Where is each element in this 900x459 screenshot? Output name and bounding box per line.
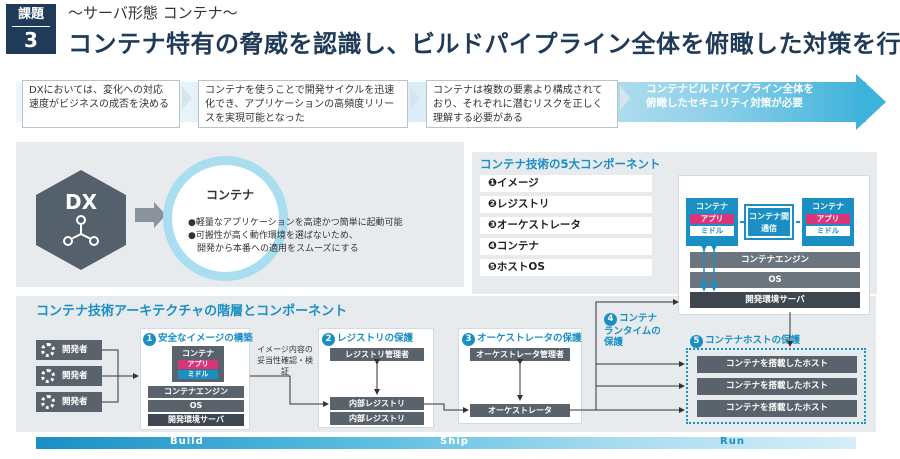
component-item-registry: ❷レジストリ xyxy=(480,196,652,213)
phase1-container: コンテナ アプリ ミドル xyxy=(172,346,224,382)
developer-label: 開発者 xyxy=(62,397,88,407)
container-host-1: コンテナを搭載したホスト xyxy=(697,356,857,373)
developer-1: 開発者 xyxy=(36,340,102,360)
phase-build: Build xyxy=(170,436,204,447)
flow-step-1: DXにおいては、変化への対応速度がビジネスの成否を決める xyxy=(22,80,180,128)
container-description: コンテナ ●軽量なアプリケーションを高速かつ簡単に起動可能 ●可搬性が高く動作環… xyxy=(168,160,468,256)
developer-2: 開発者 xyxy=(36,366,102,386)
middle-label: ミドル xyxy=(806,226,850,236)
container-bullet: ●可搬性が高く動作環境を選ばないため、 xyxy=(188,231,358,241)
internal-registry-1: 内部レジストリ xyxy=(330,397,424,410)
app-label: アプリ xyxy=(690,214,734,224)
flow-arrow-head xyxy=(856,74,886,130)
dx-hexagon: DX xyxy=(36,170,126,270)
runtime-engine: コンテナエンジン xyxy=(690,252,860,268)
developer-label: 開発者 xyxy=(62,345,88,355)
network-icon xyxy=(63,215,99,246)
components-title: コンテナ技術の5大コンポーネント xyxy=(480,157,661,171)
middle-label: ミドル xyxy=(690,226,734,236)
runtime-container-left: コンテナ アプリ ミドル xyxy=(686,198,738,246)
container-communication: コンテナ間通信 xyxy=(744,204,794,240)
flow-arrow-3 xyxy=(620,86,630,110)
phase4-title-text: コンテナランタイムの保護 xyxy=(604,313,661,348)
task-badge-number: 3 xyxy=(24,28,38,52)
container-title: コンテナ xyxy=(206,188,255,202)
phase5-number: 5 xyxy=(690,335,703,348)
dx-label: DX xyxy=(64,190,98,214)
component-item-container: ❹コンテナ xyxy=(480,238,652,255)
gear-icon xyxy=(41,395,55,409)
runtime-server: 開発環境サーバ xyxy=(690,292,860,308)
task-badge: 課題 3 xyxy=(6,4,56,54)
host-group xyxy=(686,348,866,424)
page-subtitle: 〜サーバ形態 コンテナ〜 xyxy=(68,4,238,22)
phase-ship: Ship xyxy=(440,436,469,447)
phase1-server: 開発環境サーバ xyxy=(148,414,244,426)
app-label: アプリ xyxy=(806,214,850,224)
orchestrator: オーケストレータ xyxy=(470,404,570,417)
flow-step-4: コンテナビルドパイプライン全体を俯瞰したセキュリティ対策が必要 xyxy=(646,83,814,109)
container-ring xyxy=(163,156,288,281)
phase2-number: 2 xyxy=(322,333,335,346)
flow-step-2: コンテナを使うことで開発サイクルを迅速化でき、アプリケーションの高頻度リリースを… xyxy=(198,80,408,128)
phase2-title-text: レジストリの保護 xyxy=(337,333,414,344)
orchestrator-manager: オーケストレータ管理者 xyxy=(470,348,570,361)
container-bullet: 開発から本番への適用をスムーズにする xyxy=(188,244,359,254)
container-bullet: ●軽量なアプリケーションを高速かつ簡単に起動可能 xyxy=(188,218,403,228)
phase3-number: 3 xyxy=(462,333,475,346)
container-label: コンテナ xyxy=(182,349,214,358)
validation-note: イメージ内容の妥当性確認・検証 xyxy=(257,345,313,376)
task-badge-label: 課題 xyxy=(12,4,50,27)
phase3-title-text: オーケストレータの保護 xyxy=(477,333,582,344)
phase1-os: OS xyxy=(148,400,244,412)
flow-step-3: コンテナは複数の要素より構成されており、それぞれに潜むリスクを正しく理解する必要… xyxy=(426,80,618,128)
page-title: コンテナ特有の脅威を認識し、ビルドパイプライン全体を俯瞰した対策を行う xyxy=(68,30,900,58)
phase5-title-text: コンテナホストの保護 xyxy=(705,335,801,346)
developer-label: 開発者 xyxy=(62,371,88,381)
architecture-title: コンテナ技術アーキテクチャの階層とコンポーネント xyxy=(36,304,348,319)
gear-icon xyxy=(41,343,55,357)
phase1-title-text: 安全なイメージの構築 xyxy=(158,333,253,344)
container-host-2: コンテナを搭載したホスト xyxy=(697,378,857,395)
phase1-number: 1 xyxy=(143,333,156,346)
container-bullets: ●軽量なアプリケーションを高速かつ簡単に起動可能 ●可搬性が高く動作環境を選ばな… xyxy=(188,217,468,256)
flow-arrow-2 xyxy=(410,86,420,110)
internal-registry-2: 内部レジストリ xyxy=(330,412,424,425)
phase-band xyxy=(36,437,856,449)
runtime-container-right: コンテナ アプリ ミドル xyxy=(802,198,854,246)
flow-arrow-1 xyxy=(182,86,192,110)
component-item-host-os: ❺ホストOS xyxy=(480,259,652,276)
container-label: コンテナ xyxy=(812,202,844,211)
middle-label: ミドル xyxy=(178,370,218,379)
phase1-engine: コンテナエンジン xyxy=(148,386,244,398)
component-item-orchestrator: ❸オーケストレータ xyxy=(480,217,652,234)
phase-run: Run xyxy=(720,436,745,447)
component-item-image: ❶イメージ xyxy=(480,175,652,192)
registry-manager: レジストリ管理者 xyxy=(330,348,424,361)
container-host-3: コンテナを搭載したホスト xyxy=(697,400,857,417)
runtime-os: OS xyxy=(690,272,860,288)
container-label: コンテナ xyxy=(696,202,728,211)
developer-3: 開発者 xyxy=(36,392,102,412)
dx-arrow-body xyxy=(135,208,155,222)
app-label: アプリ xyxy=(178,360,218,369)
gear-icon xyxy=(41,369,55,383)
phase4-number: 4 xyxy=(604,313,617,326)
